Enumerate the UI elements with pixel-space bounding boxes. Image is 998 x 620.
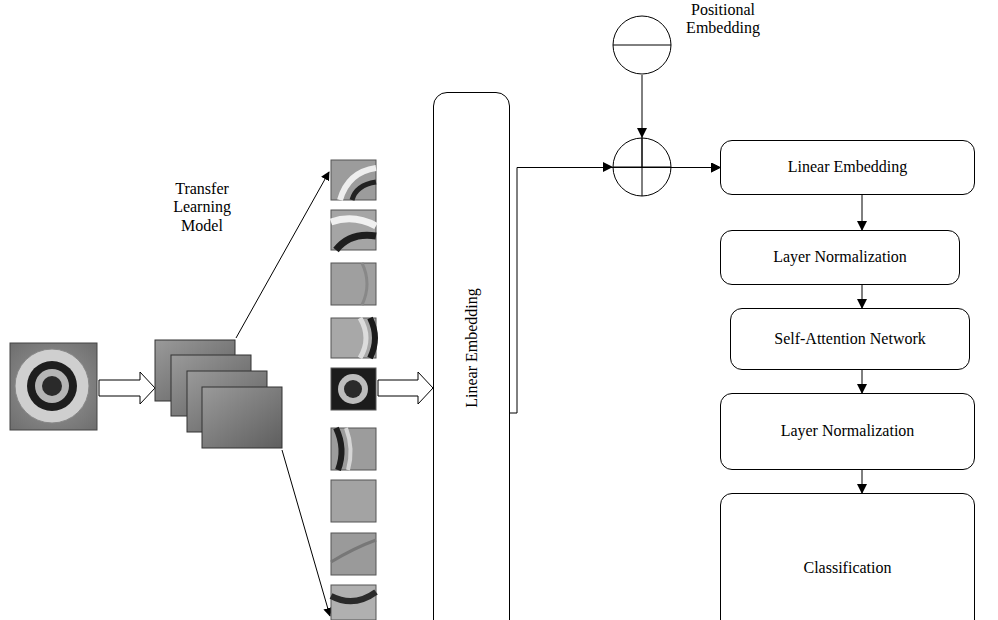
image-patches	[331, 160, 376, 620]
connector-arrow	[510, 168, 720, 414]
process-box: Self-Attention Network	[730, 308, 970, 370]
process-box: Linear Embedding	[720, 140, 975, 195]
connector-arrow	[862, 470, 863, 493]
input-image	[10, 343, 97, 430]
hollow-arrow	[378, 372, 433, 404]
hollow-arrow	[99, 372, 155, 404]
connector-arrow	[642, 75, 720, 168]
embedding-circle: Positional Embedding	[612, 15, 672, 75]
node-label: Positional Embedding	[678, 1, 768, 38]
process-box: Classification	[720, 493, 975, 620]
connector-arrow	[862, 370, 863, 393]
process-box: Layer Normalization	[720, 230, 960, 285]
node-label: Self-Attention Network	[774, 330, 926, 348]
node-label: Linear Embedding	[788, 158, 908, 176]
circle-outline	[612, 15, 672, 75]
patch-leader	[236, 172, 329, 338]
node-label: Linear Embedding	[462, 288, 480, 408]
sum-junction	[603, 128, 671, 196]
connector-arrow	[862, 285, 863, 308]
model-label: Transfer Learning Model	[150, 170, 254, 245]
node-label: Classification	[804, 559, 892, 577]
process-box: Layer Normalization	[720, 393, 975, 470]
patch-leader	[282, 450, 330, 616]
node-label: Layer Normalization	[781, 422, 915, 440]
node-label: Layer Normalization	[773, 248, 907, 266]
embedding-bar: Linear Embedding	[433, 92, 510, 620]
feature-map-stack	[155, 340, 282, 448]
node-label: Transfer Learning Model	[162, 180, 242, 235]
connector-arrow	[862, 195, 863, 230]
